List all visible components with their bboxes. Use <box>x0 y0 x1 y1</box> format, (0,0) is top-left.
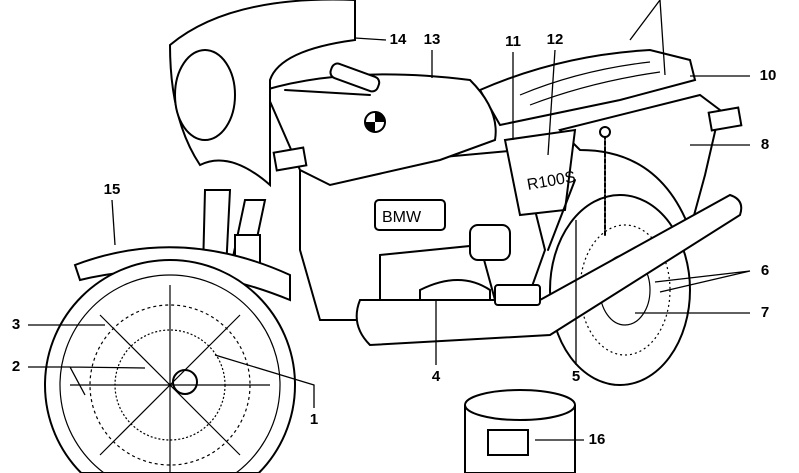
shock-absorber <box>547 126 611 251</box>
handlebar <box>284 62 381 96</box>
callout-11: 11 <box>505 33 521 50</box>
headlight <box>174 49 236 141</box>
exhaust-pipe <box>355 193 743 347</box>
callout-15: 15 <box>104 181 121 198</box>
callout-12: 12 <box>547 31 564 48</box>
tank-logo <box>364 111 386 133</box>
callout-4: 4 <box>432 368 441 385</box>
callout-5: 5 <box>572 368 580 385</box>
leader-lines <box>28 0 751 441</box>
callout-6: 6 <box>761 262 769 279</box>
oil-can <box>464 389 576 473</box>
side-cover <box>503 128 577 217</box>
callout-10: 10 <box>760 67 777 84</box>
front-wheel <box>44 259 296 473</box>
seat <box>478 48 697 127</box>
callout-3: 3 <box>12 316 20 333</box>
callout-7: 7 <box>761 304 769 321</box>
engine-badge-text: BMW <box>382 209 422 226</box>
footpeg <box>494 284 541 306</box>
callout-13: 13 <box>424 31 441 48</box>
callout-14: 14 <box>390 31 407 48</box>
callout-8: 8 <box>761 136 769 153</box>
fairing <box>168 0 356 188</box>
callout-labels: 1 2 3 4 5 6 7 8 10 11 12 13 14 15 16 <box>12 31 777 448</box>
engine: BMW <box>299 148 547 321</box>
callout-16: 16 <box>589 431 606 448</box>
rear-indicator <box>707 106 743 132</box>
front-indicator <box>272 146 308 172</box>
callout-2: 2 <box>12 358 20 375</box>
callout-1: 1 <box>310 411 318 428</box>
